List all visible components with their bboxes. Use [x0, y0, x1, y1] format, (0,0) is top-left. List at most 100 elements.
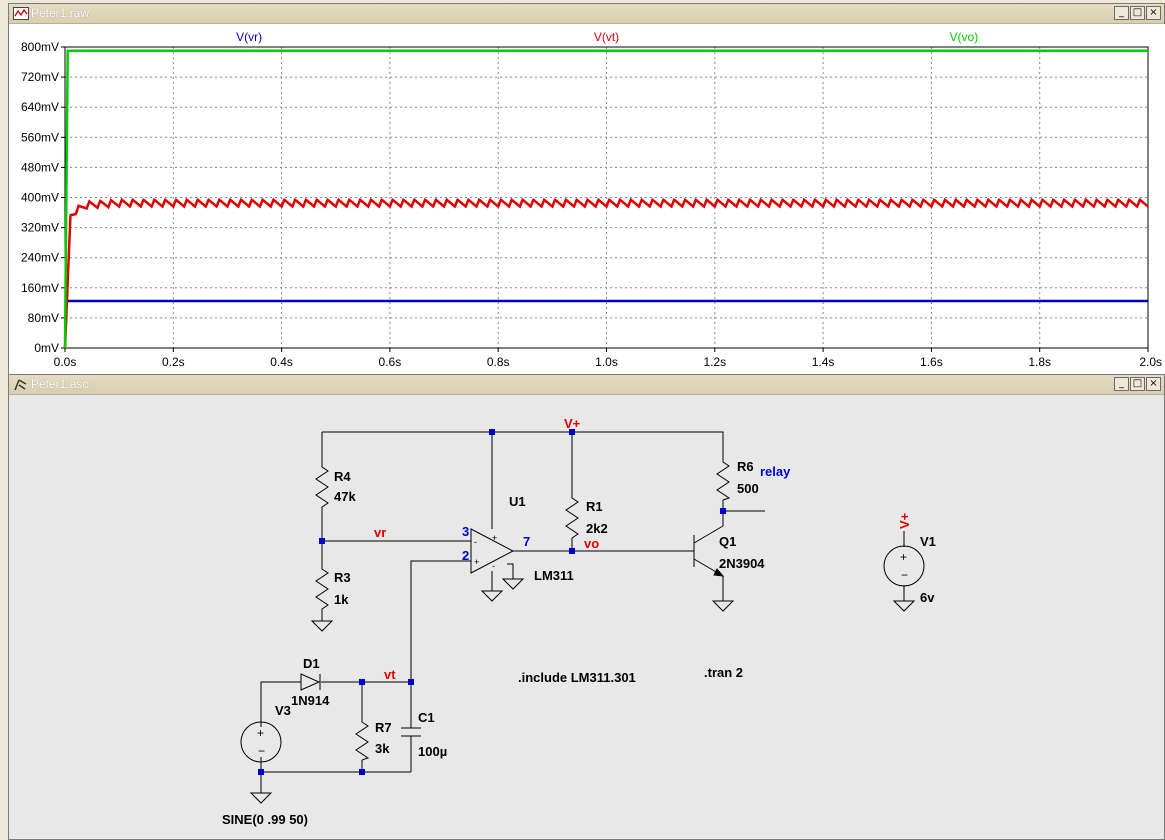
- trace-vvt[interactable]: [63, 197, 1149, 349]
- resistor-r6[interactable]: [716, 458, 731, 501]
- trace-vvo[interactable]: [63, 49, 1148, 349]
- y-tick-label: 480mV: [21, 160, 59, 174]
- label-r4: R4: [334, 469, 351, 484]
- part-u1: LM311: [534, 568, 574, 583]
- resistor-r3[interactable]: [315, 565, 329, 611]
- y-tick-label: 240mV: [21, 251, 59, 265]
- x-tick-label: 0.8s: [487, 355, 510, 369]
- value-r7: 3k: [375, 741, 390, 756]
- net-label-vr: vr: [374, 525, 386, 540]
- value-v1: 6v: [920, 590, 935, 605]
- minimize-button[interactable]: _: [1114, 377, 1129, 391]
- voltage-source-v3[interactable]: + −: [240, 721, 282, 763]
- schematic-window-title: Peter1.asc: [31, 377, 89, 391]
- diode-d1[interactable]: [300, 673, 321, 691]
- label-q1: Q1: [719, 534, 736, 549]
- y-tick-label: 800mV: [21, 40, 59, 54]
- net-label-vplus-source: V+: [897, 512, 912, 529]
- close-button[interactable]: ×: [1146, 6, 1161, 20]
- waveform-icon: [13, 7, 29, 20]
- trace-legend-0[interactable]: V(vr): [236, 30, 262, 44]
- svg-text:-: -: [474, 537, 477, 547]
- part-q1: 2N3904: [719, 556, 765, 571]
- resistor-r1[interactable]: [565, 494, 579, 540]
- value-c1: 100µ: [418, 744, 447, 759]
- trace-lines: [63, 49, 1149, 349]
- plot-grid: [65, 47, 1148, 348]
- opamp-u1[interactable]: + - - +: [470, 528, 515, 574]
- voltage-source-v1[interactable]: + −: [883, 545, 925, 587]
- spice-directive-tran[interactable]: .tran 2: [704, 665, 743, 680]
- value-r3: 1k: [334, 592, 349, 607]
- svg-text:+: +: [257, 726, 264, 740]
- pin-label-3: 3: [462, 524, 469, 539]
- label-r6: R6: [737, 459, 754, 474]
- resistor-r4[interactable]: [315, 463, 329, 509]
- maximize-button[interactable]: □: [1130, 377, 1145, 391]
- schematic-canvas[interactable]: + - - +: [9, 395, 1164, 839]
- y-tick-label: 160mV: [21, 281, 59, 295]
- x-tick-label: 0.2s: [162, 355, 185, 369]
- x-tick-label: 0.6s: [379, 355, 402, 369]
- y-tick-label: 80mV: [28, 311, 59, 325]
- net-label-vt: vt: [384, 667, 396, 682]
- value-r6: 500: [737, 481, 759, 496]
- y-axis: 800mV 720mV 640mV 560mV 480mV 400mV 320mV 240mV…: [21, 40, 65, 355]
- y-tick-label: 400mV: [21, 191, 59, 205]
- junction-dots: [258, 429, 726, 775]
- label-r1: R1: [586, 499, 603, 514]
- svg-text:−: −: [258, 744, 265, 758]
- x-tick-label: 1.0s: [595, 355, 618, 369]
- value-r4: 47k: [334, 489, 356, 504]
- svg-text:+: +: [474, 557, 479, 567]
- resistor-r7[interactable]: [355, 718, 370, 761]
- maximize-button[interactable]: □: [1130, 6, 1145, 20]
- x-tick-label: 0.4s: [270, 355, 293, 369]
- x-tick-label: 1.6s: [920, 355, 943, 369]
- label-u1: U1: [509, 494, 526, 509]
- y-tick-label: 640mV: [21, 100, 59, 114]
- net-label-vo: vo: [584, 536, 599, 551]
- svg-text:+: +: [492, 533, 497, 543]
- label-v3: V3: [275, 703, 291, 718]
- value-r1: 2k2: [586, 521, 608, 536]
- schematic-titlebar[interactable]: Peter1.asc _ □ ×: [9, 375, 1164, 395]
- label-v1: V1: [920, 534, 936, 549]
- y-tick-label: 320mV: [21, 221, 59, 235]
- part-d1: 1N914: [291, 693, 330, 708]
- schematic-wires: [260, 431, 905, 793]
- waveform-titlebar[interactable]: Peter1.raw _ □ ×: [9, 4, 1164, 24]
- pin-label-7: 7: [523, 534, 530, 549]
- waveform-window: Peter1.raw _ □ × 800mV 720mV 640mV 560mV 480…: [8, 3, 1165, 375]
- x-tick-label: 2.0s: [1139, 355, 1162, 369]
- svg-text:-: -: [492, 561, 495, 571]
- label-c1: C1: [418, 710, 435, 725]
- schematic-window: Peter1.asc _ □ ×: [8, 374, 1165, 840]
- trace-legend: V(vr) V(vt) V(vo): [236, 30, 978, 44]
- x-tick-label: 1.4s: [812, 355, 835, 369]
- net-label-relay: relay: [760, 464, 791, 479]
- schematic-icon: [14, 379, 27, 391]
- spec-v3: SINE(0 .99 50): [222, 812, 308, 827]
- x-tick-label: 1.2s: [703, 355, 726, 369]
- waveform-plot[interactable]: 800mV 720mV 640mV 560mV 480mV 400mV 320mV 240mV…: [9, 24, 1165, 375]
- y-tick-label: 560mV: [21, 130, 59, 144]
- pin-label-2: 2: [462, 548, 469, 563]
- waveform-window-title: Peter1.raw: [31, 6, 90, 20]
- y-tick-label: 0mV: [34, 341, 59, 355]
- label-d1: D1: [303, 656, 320, 671]
- label-r7: R7: [375, 720, 392, 735]
- trace-legend-2[interactable]: V(vo): [950, 30, 979, 44]
- trace-legend-1[interactable]: V(vt): [594, 30, 619, 44]
- label-r3: R3: [334, 570, 351, 585]
- net-label-vplus-top: V+: [564, 416, 581, 431]
- close-button[interactable]: ×: [1146, 377, 1161, 391]
- x-tick-label: 1.8s: [1028, 355, 1051, 369]
- transistor-q1[interactable]: [693, 525, 725, 577]
- y-tick-label: 720mV: [21, 70, 59, 84]
- minimize-button[interactable]: _: [1114, 6, 1129, 20]
- capacitor-c1[interactable]: [401, 727, 421, 737]
- spice-directive-include[interactable]: .include LM311.301: [518, 670, 636, 685]
- svg-text:+: +: [900, 550, 907, 564]
